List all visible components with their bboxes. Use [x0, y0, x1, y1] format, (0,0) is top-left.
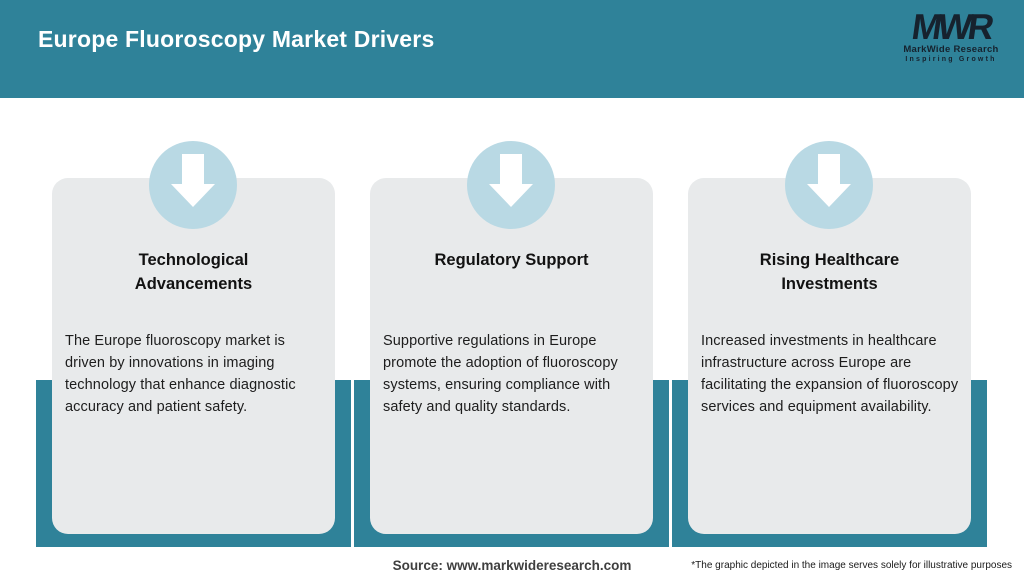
header-bar: Europe Fluoroscopy Market Drivers MWR Ma… — [0, 0, 1024, 98]
card-title: Technological Advancements — [134, 251, 253, 293]
source-text: Source: www.markwideresearch.com — [392, 558, 632, 573]
logo-tagline: Inspiring Growth — [905, 56, 997, 63]
card-title: Rising Healthcare Investments — [759, 251, 900, 293]
disclaimer-text: *The graphic depicted in the image serve… — [685, 560, 1012, 571]
logo-acronym: MWR — [909, 6, 993, 47]
card-body-text: The Europe fluoroscopy market is driven … — [65, 333, 296, 415]
card-title: Regulatory Support — [434, 251, 589, 269]
driver-card-technological-advancements: Technological Advancements The Europe fl… — [52, 178, 335, 534]
card-body-text: Increased investments in healthcare infr… — [701, 333, 959, 415]
markwide-research-logo: MWR MarkWide Research Inspiring Growth — [896, 6, 1006, 63]
page-title: Europe Fluoroscopy Market Drivers — [38, 26, 435, 52]
driver-card-rising-healthcare-investments: Rising Healthcare Investments Increased … — [688, 178, 971, 534]
driver-card-regulatory-support: Regulatory Support Supportive regulation… — [370, 178, 653, 534]
logo-name: MarkWide Research — [903, 44, 999, 55]
down-arrow-icon — [149, 141, 237, 229]
down-arrow-icon — [785, 141, 873, 229]
card-body-text: Supportive regulations in Europe promote… — [383, 333, 618, 415]
down-arrow-icon — [467, 141, 555, 229]
